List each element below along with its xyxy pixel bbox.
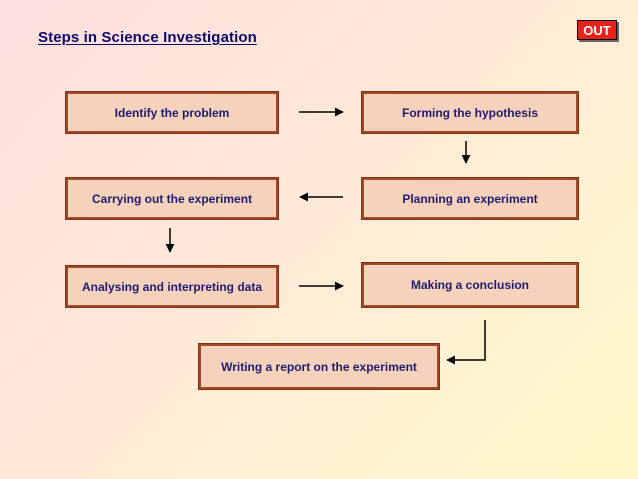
arrow-conclusion-to-report (446, 320, 486, 365)
out-button[interactable]: OUT (577, 20, 617, 40)
step-analysing-data: Analysing and interpreting data (65, 265, 279, 308)
step-carrying-out-experiment: Carrying out the experiment (65, 177, 279, 220)
step-making-conclusion: Making a conclusion (361, 262, 579, 308)
step-planning-experiment: Planning an experiment (361, 177, 579, 220)
step-writing-report: Writing a report on the experiment (198, 343, 440, 390)
page-title: Steps in Science Investigation (38, 29, 257, 46)
step-identify-problem: Identify the problem (65, 91, 279, 134)
step-forming-hypothesis: Forming the hypothesis (361, 91, 579, 134)
